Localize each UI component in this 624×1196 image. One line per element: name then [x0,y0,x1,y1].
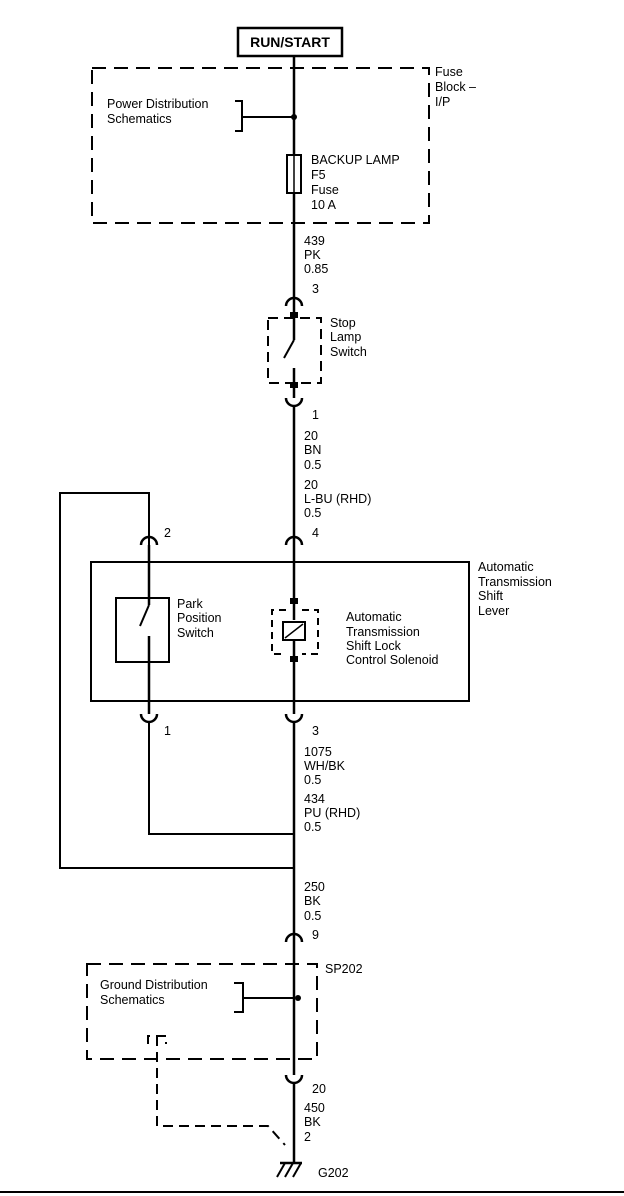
svg-text:Shift Lock: Shift Lock [346,639,402,653]
power-source-label: RUN/START [250,34,330,50]
solenoid-label: Automatic Transmission Shift Lock Contro… [346,610,438,667]
svg-text:1075: 1075 [304,745,332,759]
shift-lever-box [90,561,470,702]
shift-lever-pin-4: 4 [312,526,319,540]
svg-text:L-BU (RHD): L-BU (RHD) [304,492,371,506]
svg-text:Schematics: Schematics [100,993,165,1007]
power-source-box [236,26,344,58]
stop-switch-contact [290,312,298,318]
svg-text:PU (RHD): PU (RHD) [304,806,360,820]
park-switch-label: Park Position Switch [177,597,222,640]
shift-lever-label: Automatic Transmission Shift Lever [478,560,552,618]
svg-text:Fuse: Fuse [311,183,339,197]
wire-450-label: 450 BK 2 [304,1101,325,1144]
connector-pin-9: 9 [312,928,319,942]
solenoid-contact [290,656,298,662]
fuse-label: BACKUP LAMP F5 Fuse 10 A [311,153,400,212]
svg-text:0.5: 0.5 [304,909,321,923]
svg-text:Switch: Switch [330,345,367,359]
svg-text:439: 439 [304,234,325,248]
svg-text:Automatic: Automatic [478,560,534,574]
svg-text:20: 20 [304,478,318,492]
stop-switch-pin-1: 1 [312,408,319,422]
svg-text:Park: Park [177,597,203,611]
ground-distribution-box [86,963,318,1060]
svg-text:434: 434 [304,792,325,806]
fuse-block-box [91,67,430,224]
stop-switch-contact [290,382,298,388]
wire-250-label: 250 BK 0.5 [304,880,325,923]
svg-text:20: 20 [304,429,318,443]
wire-20-label: 20 BN 0.5 20 L-BU (RHD) 0.5 [304,429,371,520]
svg-text:Fuse: Fuse [435,65,463,79]
park-switch-box [115,597,170,663]
solenoid-contact [290,598,298,604]
shift-lever-pin-3: 3 [312,724,319,738]
ground-distribution-label: Ground Distribution Schematics [100,978,208,1007]
svg-text:Schematics: Schematics [107,112,172,126]
svg-text:BK: BK [304,894,321,908]
svg-text:0.5: 0.5 [304,773,321,787]
svg-text:0.5: 0.5 [304,820,321,834]
svg-text:Lamp: Lamp [330,330,361,344]
power-splice-dot [291,114,297,120]
svg-text:Position: Position [177,611,222,625]
splice-label: SP202 [325,962,363,976]
svg-text:0.5: 0.5 [304,458,321,472]
svg-text:BK: BK [304,1115,321,1129]
connector-pin-20: 20 [312,1082,326,1096]
svg-text:250: 250 [304,880,325,894]
fuse-block-label: Fuse Block – I/P [435,65,476,109]
svg-text:BACKUP LAMP: BACKUP LAMP [311,153,400,167]
svg-text:Power Distribution: Power Distribution [107,97,208,111]
svg-text:F5: F5 [311,168,326,182]
stop-switch-pin-3: 3 [312,282,319,296]
svg-text:Control Solenoid: Control Solenoid [346,653,438,667]
ground-label: G202 [318,1166,349,1180]
svg-text:Lever: Lever [478,604,509,618]
svg-text:I/P: I/P [435,95,450,109]
svg-text:2: 2 [304,1130,311,1144]
ground-splice-dot [295,995,301,1001]
svg-text:Block –: Block – [435,80,476,94]
svg-text:0.85: 0.85 [304,262,328,276]
power-distribution-label: Power Distribution Schematics [107,97,208,126]
shift-lever-pin-1: 1 [164,724,171,738]
svg-text:Transmission: Transmission [346,625,420,639]
stop-lamp-switch-label: Stop Lamp Switch [330,316,367,359]
svg-text:Ground Distribution: Ground Distribution [100,978,208,992]
wire-439-label: 439 PK 0.85 [304,234,328,276]
svg-text:450: 450 [304,1101,325,1115]
ground-icon [276,1161,302,1178]
solenoid-dashed-box [271,609,319,655]
svg-text:Switch: Switch [177,626,214,640]
svg-text:PK: PK [304,248,321,262]
svg-text:Automatic: Automatic [346,610,402,624]
wire-1075-label: 1075 WH/BK 0.5 434 PU (RHD) 0.5 [304,745,360,834]
svg-text:10 A: 10 A [311,198,337,212]
shift-lever-pin-2: 2 [164,526,171,540]
svg-text:Transmission: Transmission [478,575,552,589]
svg-text:Shift: Shift [478,589,504,603]
svg-text:WH/BK: WH/BK [304,759,346,773]
svg-text:BN: BN [304,443,321,457]
svg-text:0.5: 0.5 [304,506,321,520]
svg-text:Stop: Stop [330,316,356,330]
